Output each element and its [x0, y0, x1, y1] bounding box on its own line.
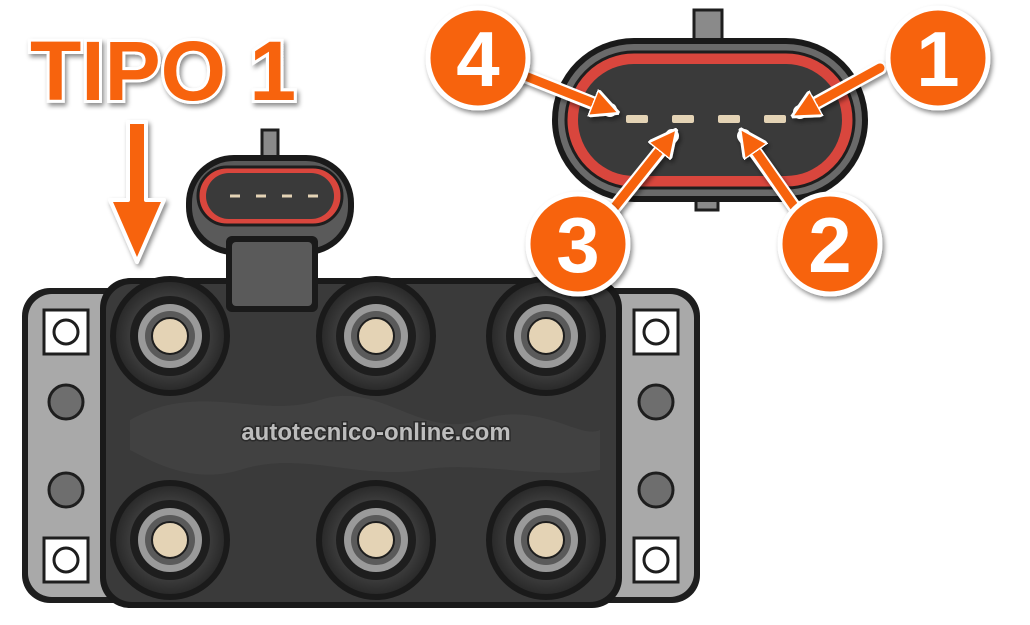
pin-badge-3: 3: [525, 191, 631, 297]
terminal-1: [764, 115, 786, 123]
pin-label-2: 2: [808, 201, 851, 289]
terminal-4: [626, 115, 648, 123]
side-stud-right-upper: [637, 383, 675, 421]
mounting-hole-bottom-right: [632, 536, 680, 584]
mounting-hole-top-right: [632, 308, 680, 356]
terminal-2: [718, 115, 740, 123]
pin-label-4: 4: [456, 15, 499, 103]
mounting-hole-bottom-left: [42, 536, 90, 584]
side-stud-left-lower: [47, 471, 85, 509]
coil-connector: [186, 128, 354, 312]
title-down-arrow: [108, 120, 166, 264]
diagram-title: TIPO 1: [30, 24, 296, 118]
coil-pack: autotecnico-online.com: [22, 128, 700, 608]
pin-badges: 4 1 3 2: [425, 5, 991, 297]
pin-label-3: 3: [556, 201, 599, 289]
connector-terminals: [626, 115, 786, 123]
spark-tower-5: [316, 480, 436, 600]
callout-arrow-3: [599, 136, 679, 225]
side-stud-right-lower: [637, 471, 675, 509]
callout-arrow-2: [737, 136, 805, 219]
spark-tower-4: [110, 480, 230, 600]
pin-badge-1: 1: [885, 5, 991, 111]
title-group: TIPO 1: [27, 21, 299, 121]
mounting-hole-top-left: [42, 308, 90, 356]
spark-tower-3: [486, 276, 606, 396]
pin-badge-2: 2: [777, 191, 883, 297]
watermark-text: autotecnico-online.com: [241, 419, 510, 446]
pin-label-1: 1: [916, 15, 959, 103]
spark-tower-6: [486, 480, 606, 600]
pin-badge-4: 4: [425, 5, 531, 111]
connector-pin-view: [552, 8, 868, 212]
callout-arrow-1: [800, 61, 887, 119]
spark-tower-1: [110, 276, 230, 396]
spark-tower-2: [316, 276, 436, 396]
side-stud-left-upper: [47, 383, 85, 421]
terminal-3: [672, 115, 694, 123]
